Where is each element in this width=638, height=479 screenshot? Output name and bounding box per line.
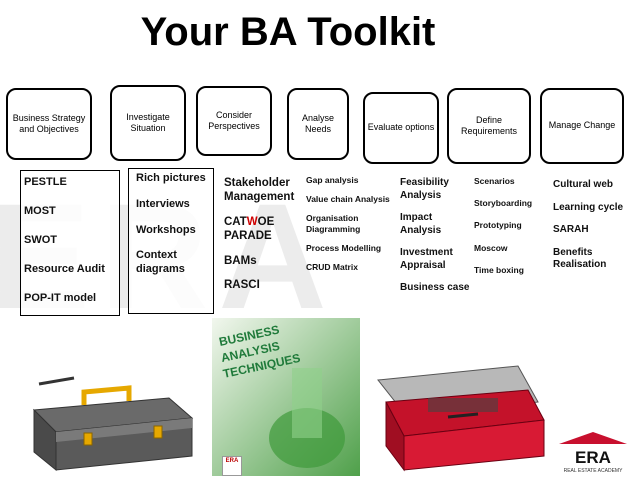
stage-business-strategy: Business Strategy and Objectives: [6, 88, 92, 160]
technique-item: Value chain Analysis: [306, 194, 390, 205]
stage-label: Analyse Needs: [301, 112, 335, 134]
evaluate-techniques: Feasibility Analysis Impact Analysis Inv…: [400, 177, 472, 305]
investigate-box: [128, 168, 214, 314]
stage-label: Manage Change: [548, 120, 616, 131]
technique-item: Business case: [400, 282, 470, 293]
small-logo: ERA: [222, 456, 242, 476]
technique-item: RASCI: [224, 278, 260, 291]
technique-item: Prototyping: [474, 220, 522, 231]
catwoe-item: CATWOE: [224, 215, 302, 229]
technique-item: Process Modelling: [306, 242, 382, 253]
manage-techniques: Cultural web Learning cycle SARAH Benefi…: [553, 179, 635, 282]
technique-item: SARAH: [553, 224, 589, 235]
technique-item: MOST: [24, 205, 56, 217]
stage-label: Investigate Situation: [126, 111, 170, 133]
investigate-techniques: Rich pictures Interviews Workshops Conte…: [136, 172, 212, 289]
analyse-techniques: Gap analysis Value chain Analysis Organi…: [306, 175, 398, 281]
technique-item: Interviews: [136, 197, 190, 210]
technique-item: Moscow: [474, 242, 508, 253]
technique-item: Benefits Realisation: [553, 246, 607, 271]
technique-item: Stakeholder Management: [224, 177, 295, 204]
technique-item: CRUD Matrix: [306, 261, 358, 272]
page-title: Your BA Toolkit: [140, 10, 436, 54]
technique-item: POP-IT model: [24, 292, 97, 304]
red-toolbox-icon: [377, 365, 545, 472]
stage-investigate: Investigate Situation: [110, 85, 186, 161]
technique-item: Gap analysis: [306, 175, 359, 185]
technique-item: Investment Appraisal: [400, 247, 453, 271]
technique-item: Storyboarding: [474, 198, 533, 209]
stage-label: Consider Perspectives: [208, 109, 260, 131]
stage-analyse: Analyse Needs: [287, 88, 349, 160]
technique-item: Impact Analysis: [400, 212, 442, 236]
stage-label: Evaluate options: [367, 122, 435, 133]
technique-item: Context diagrams: [136, 249, 185, 275]
technique-item: Scenarios: [474, 176, 515, 186]
technique-item: Organisation Diagramming: [306, 213, 361, 234]
stage-manage: Manage Change: [540, 88, 624, 164]
define-techniques: Scenarios Storyboarding Prototyping Mosc…: [474, 176, 544, 287]
technique-item: Resource Audit: [24, 263, 105, 275]
catwoe-pre: CAT: [224, 215, 247, 228]
technique-item: Cultural web: [553, 179, 614, 190]
technique-item: Learning cycle: [553, 201, 624, 213]
era-logo: ERA REAL ESTATE ACADEMY: [559, 432, 627, 474]
perspective-techniques: Stakeholder Management CATWOE PARADE BAM…: [224, 176, 302, 302]
strategy-box: [20, 170, 120, 316]
technique-item: Feasibility Analysis: [400, 177, 449, 201]
stage-define: Define Requirements: [447, 88, 531, 164]
technique-item: BAMs: [224, 254, 257, 267]
stage-label: Business Strategy and Objectives: [12, 112, 86, 134]
book-cover-image: BUSINESS ANALYSIS TECHNIQUES: [212, 318, 360, 476]
technique-item: PARADE: [224, 230, 272, 243]
technique-item: Time boxing: [474, 264, 524, 275]
catwoe-post: OE: [257, 215, 275, 228]
technique-item: PESTLE: [24, 176, 67, 188]
svg-text:REAL ESTATE ACADEMY: REAL ESTATE ACADEMY: [564, 468, 623, 474]
stage-evaluate: Evaluate options: [363, 92, 439, 164]
technique-item: Rich pictures: [136, 172, 206, 184]
stage-consider: Consider Perspectives: [196, 86, 272, 156]
catwoe-w: W: [246, 215, 258, 228]
stage-label: Define Requirements: [460, 114, 518, 136]
toolbox-icon: [32, 376, 194, 472]
technique-item: SWOT: [24, 234, 57, 246]
svg-text:ERA: ERA: [575, 448, 611, 467]
technique-item: Workshops: [136, 223, 196, 236]
strategy-techniques: PESTLE MOST SWOT Resource Audit POP-IT m…: [24, 176, 122, 321]
